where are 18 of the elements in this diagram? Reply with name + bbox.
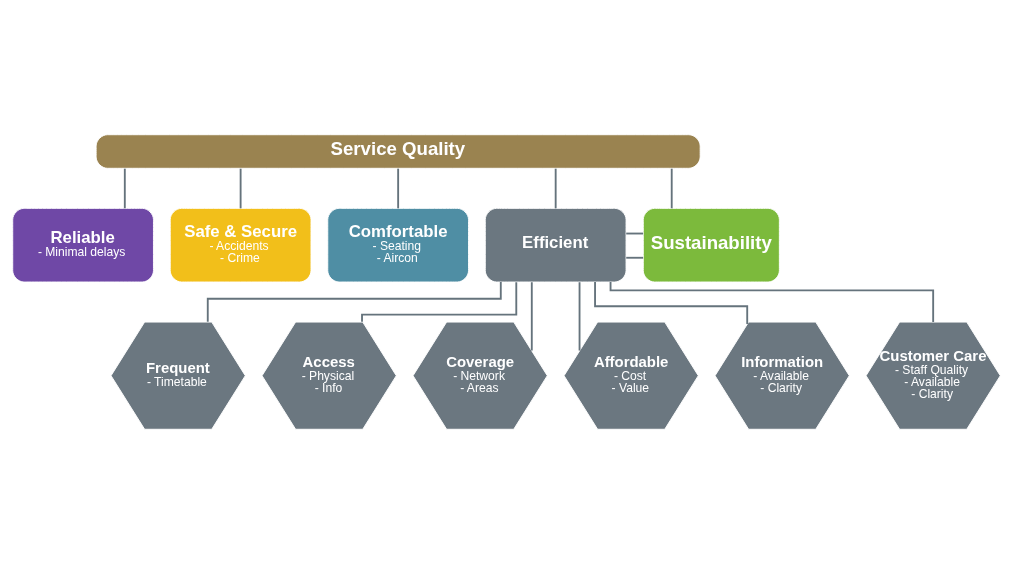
connector [206, 280, 502, 323]
connector [361, 280, 518, 323]
node-box: Sustainability [642, 207, 780, 282]
node-box: Reliable - Minimal delays [12, 207, 154, 282]
connector [625, 256, 645, 259]
connector [609, 280, 935, 323]
connector [530, 280, 533, 351]
connector [554, 167, 557, 209]
connector [239, 167, 242, 209]
connector [594, 280, 749, 325]
connector [670, 167, 673, 209]
node-box: Comfortable - Seating - Aircon [327, 207, 469, 282]
node-box: Service Quality [95, 133, 701, 169]
connector [123, 167, 126, 209]
connector [578, 280, 581, 351]
connector [397, 167, 400, 209]
node-box: Efficient [484, 207, 627, 282]
node-box: Safe & Secure - Accidents - Crime [169, 207, 312, 282]
